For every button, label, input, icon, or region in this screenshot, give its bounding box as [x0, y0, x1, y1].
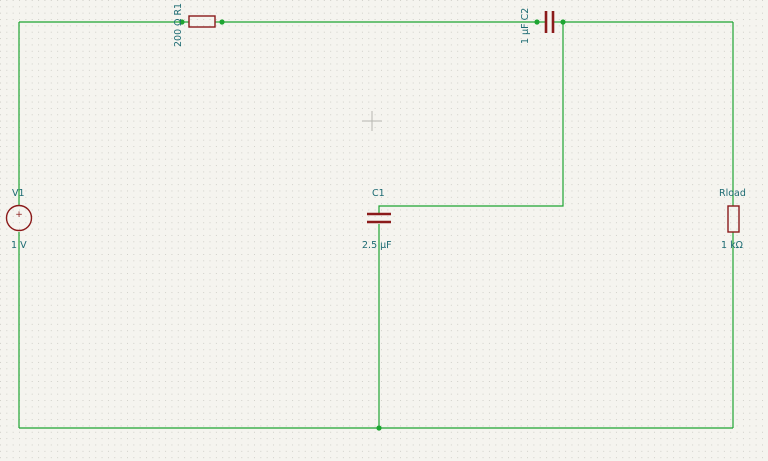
r1-label: 200 Ω R1 — [173, 3, 184, 47]
capacitor-c2[interactable]: 1 µF C2 — [520, 8, 563, 44]
resistor-r1[interactable]: 200 Ω R1 — [173, 3, 222, 47]
rload-value: 1 kΩ — [721, 240, 743, 251]
wires — [18, 21, 734, 429]
resistor-rload[interactable]: Rload 1 kΩ — [719, 188, 746, 251]
voltage-source-v1[interactable]: + V1 1 V — [5, 188, 33, 251]
c2-label: 1 µF C2 — [520, 8, 531, 44]
v1-value: 1 V — [11, 240, 27, 251]
crosshair-cursor — [362, 111, 382, 131]
c1-reference: C1 — [372, 188, 385, 199]
v1-reference: V1 — [12, 188, 25, 199]
c1-value: 2.5 µF — [362, 240, 392, 251]
resistor-icon — [188, 15, 216, 28]
capacitor-c1[interactable]: C1 2.5 µF — [362, 188, 392, 251]
r1-reference: R1 — [173, 3, 184, 16]
voltage-source-icon — [5, 204, 33, 232]
r1-value: 200 Ω — [173, 19, 184, 47]
wire-c2-to-c1[interactable] — [378, 22, 564, 213]
junction-dot — [376, 425, 382, 431]
c2-value: 1 µF — [520, 23, 531, 44]
v1-polarity: + — [15, 210, 23, 220]
resistor-icon — [727, 205, 740, 233]
rload-reference: Rload — [719, 188, 746, 199]
c2-reference: C2 — [520, 8, 531, 21]
